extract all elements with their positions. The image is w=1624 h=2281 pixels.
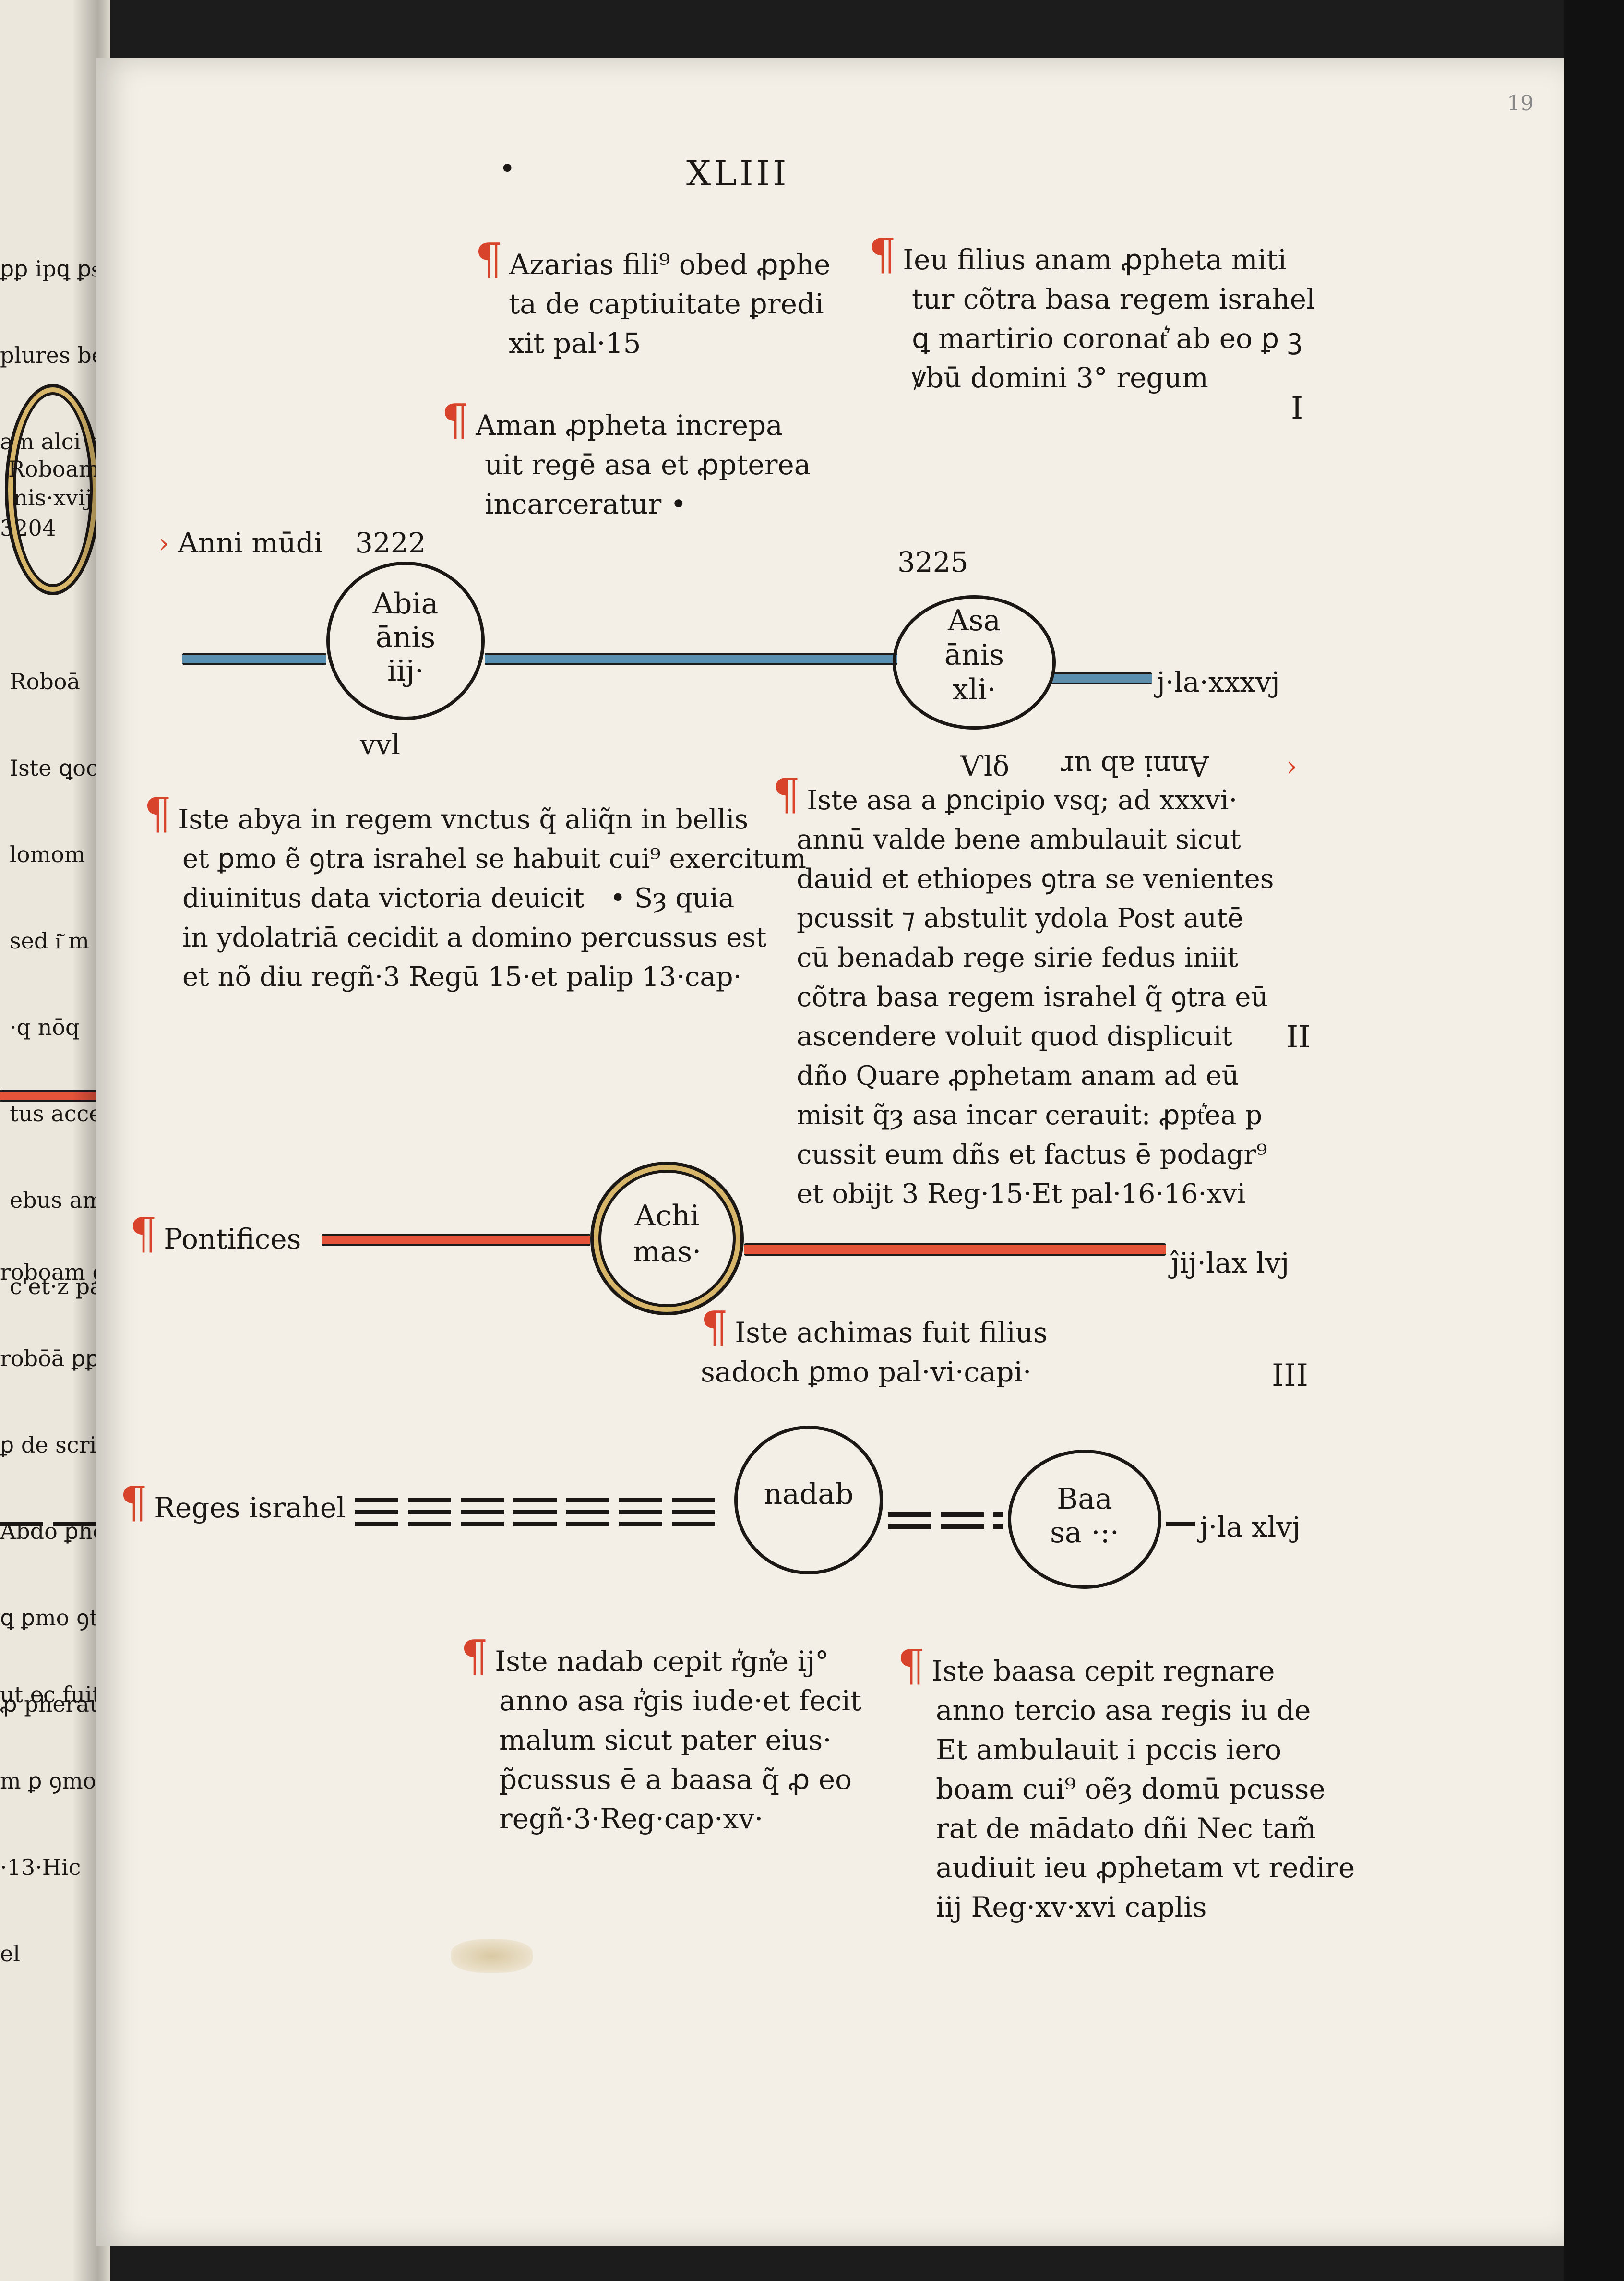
section-mark-two: II: [1286, 1020, 1311, 1055]
note-achimas: ¶Iste achimas fuit filius sadoch ꝑmo pal…: [701, 1302, 1048, 1389]
section-mark-one: I: [1291, 391, 1303, 426]
left-page-dashed-line: [0, 1522, 96, 1526]
anni-mundi-value: 3222: [355, 527, 426, 559]
pontifices-line-segment: [744, 1243, 1166, 1256]
achimas-circle: Achi mas·: [590, 1162, 744, 1315]
reges-israhel-label: ¶Reges israhel: [120, 1477, 346, 1528]
pontifices-right-text: ĵij·lax lvj: [1171, 1247, 1290, 1279]
bullet-mark: •: [499, 152, 516, 185]
left-page-text-bottom: ut ec fuit m ꝑ ꝯmo ·13·Hic el: [0, 1681, 101, 1967]
pilcrow-icon: ¶: [144, 789, 172, 839]
reges-dashed-line: [355, 1510, 720, 1514]
asa-year: 3225: [897, 546, 968, 578]
pilcrow-icon: ¶: [461, 1631, 489, 1681]
left-page-edge: ꝑꝑ ipꝗ ꝑs͛ꝑ plures bello am alci dit 320…: [0, 0, 110, 2281]
note-asa: ¶Iste asa a ꝑncipio vsq; ad xxxvi· annū …: [773, 769, 1274, 1210]
background-edge: [1564, 0, 1624, 2281]
baasa-circle: Baa sa ·:·: [1008, 1450, 1161, 1589]
pontifices-label: ¶Pontifices: [130, 1209, 301, 1259]
kings-juda-line-segment: [485, 653, 897, 665]
reges-dashed-line: [1166, 1522, 1195, 1526]
pilcrow-icon: ¶: [442, 395, 469, 445]
kings-juda-line-segment: [1051, 672, 1152, 684]
reges-dashed-line: [888, 1512, 1003, 1517]
note-ieu: ¶Ieu filius anam ꝓpheta miti tur cõtra b…: [869, 229, 1315, 395]
pilcrow-icon: ¶: [897, 1641, 925, 1691]
note-abya: ¶Iste abya in regem vnctus q̃ aliq̃n in …: [144, 789, 807, 993]
paper-stain: [451, 1939, 533, 1973]
reges-dashed-line: [888, 1524, 1003, 1529]
note-azarias: ¶Azarias fili⁹ obed ꝓphe ta de captiuita…: [475, 234, 831, 360]
note-nadab: ¶Iste nadab cepit r͛gn͛e ij° anno asa r͛…: [461, 1631, 862, 1836]
asa-below-text: Ѵlδ: [960, 750, 1010, 782]
red-caret-mark: ›: [1286, 750, 1298, 782]
note-aman: ¶Aman ꝓpheta increpa uit regē asa et ꝓpt…: [442, 395, 811, 521]
abia-circle: Abia ānis iij·: [326, 562, 485, 720]
nadab-circle: nadab: [734, 1426, 883, 1574]
section-mark-three: III: [1272, 1358, 1308, 1393]
kings-juda-line-segment: [182, 653, 326, 665]
abia-below-text: vvl: [360, 728, 401, 761]
manuscript-page: [96, 58, 1564, 2246]
asa-circle: Asa ānis xli·: [893, 595, 1056, 730]
note-baasa: ¶Iste baasa cepit regnare anno tercio as…: [897, 1641, 1355, 1924]
asa-right-text: j·la·xxxvj: [1157, 666, 1280, 698]
pilcrow-icon: ¶: [773, 769, 800, 820]
pilcrow-icon: ¶: [701, 1302, 728, 1353]
reges-right-text: j·la xlvj: [1200, 1511, 1301, 1543]
pencil-page-number: 19: [1507, 91, 1534, 116]
pilcrow-icon: ¶: [475, 234, 503, 285]
pontifices-line-segment: [322, 1234, 590, 1246]
pilcrow-icon: ¶: [120, 1477, 148, 1528]
pilcrow-icon: ¶: [869, 229, 896, 280]
pilcrow-icon: ¶: [130, 1209, 157, 1259]
reges-dashed-line: [355, 1522, 720, 1526]
folio-number: XLIII: [686, 153, 789, 193]
anni-mundi-label: › Anni mūdi: [158, 527, 323, 559]
left-page-red-line: [0, 1090, 106, 1102]
reges-dashed-line: [355, 1498, 720, 1502]
